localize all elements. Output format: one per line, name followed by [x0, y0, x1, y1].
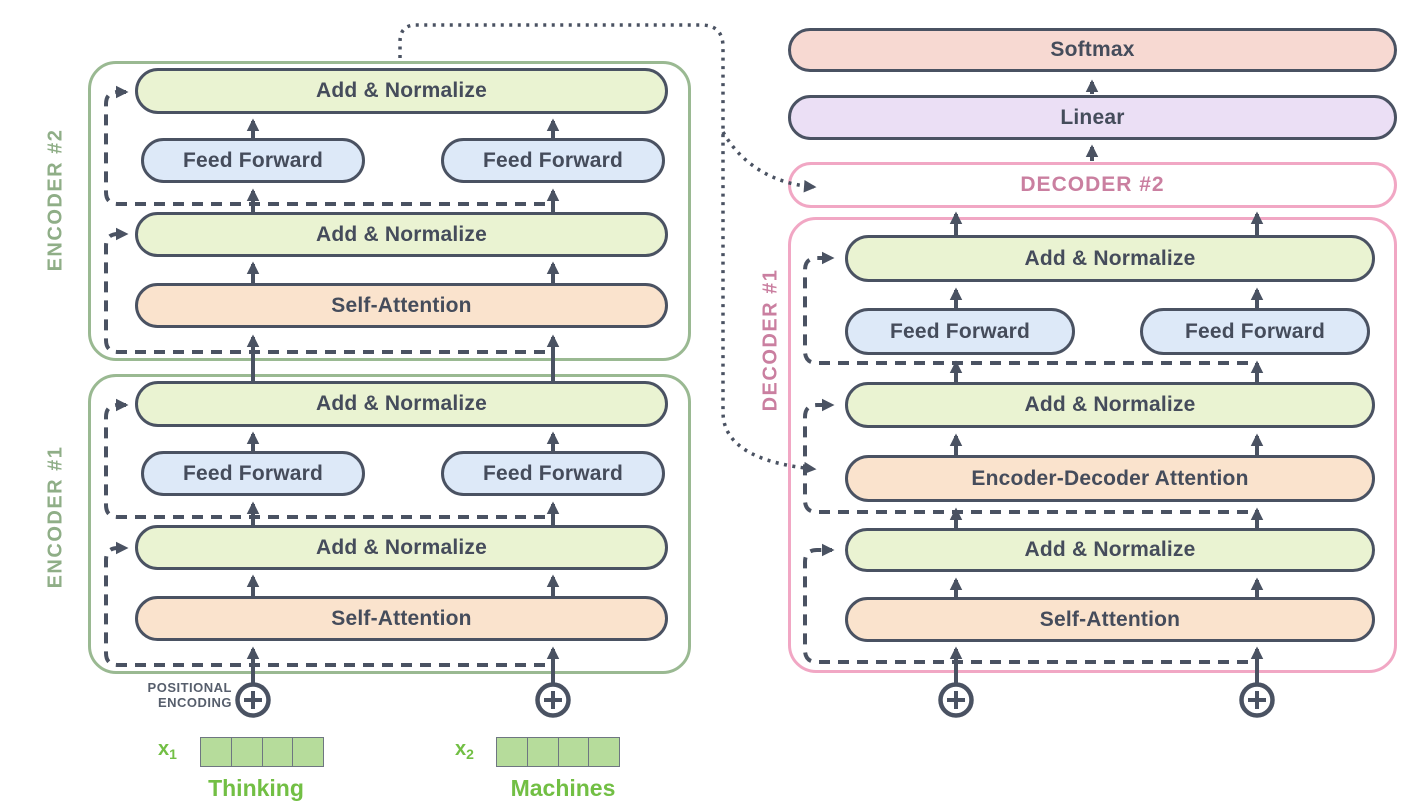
enc1-add-normalize-mid-block: Add & Normalize: [135, 525, 668, 570]
embedding-cell: [526, 738, 558, 766]
plus-circle-icon: [1239, 682, 1275, 718]
x1-embedding-vector: [200, 737, 324, 767]
embedding-cell: [201, 738, 231, 766]
dec1-feed-forward-left-block: Feed Forward: [845, 308, 1075, 355]
x2-subscript: 2: [466, 746, 474, 762]
enc2-add-normalize-top-block: Add & Normalize: [135, 68, 668, 114]
dec1-feed-forward-right-block: Feed Forward: [1140, 308, 1370, 355]
enc2-self-attention-block: Self-Attention: [135, 283, 668, 328]
dec1-encoder-decoder-attention-block: Encoder-Decoder Attention: [845, 455, 1375, 502]
dec1-add-normalize-mid-block: Add & Normalize: [845, 382, 1375, 428]
enc2-feed-forward-left-block: Feed Forward: [141, 138, 365, 183]
embedding-cell: [497, 738, 527, 766]
embedding-cell: [230, 738, 262, 766]
positional-encoding-label: POSITIONAL ENCODING: [96, 680, 232, 710]
x2-vector-label: x2: [455, 738, 474, 762]
embedding-cell: [261, 738, 293, 766]
enc1-self-attention-block: Self-Attention: [135, 596, 668, 641]
embedding-cell: [557, 738, 589, 766]
enc2-add-normalize-mid-block: Add & Normalize: [135, 212, 668, 257]
x1-base: x: [158, 738, 170, 760]
encoder-1-label: ENCODER #1: [44, 445, 67, 589]
enc1-feed-forward-right-block: Feed Forward: [441, 451, 665, 496]
enc2-feed-forward-right-block: Feed Forward: [441, 138, 665, 183]
enc1-add-normalize-top-block: Add & Normalize: [135, 381, 668, 427]
softmax-block: Softmax: [788, 28, 1397, 72]
dec1-add-normalize-bottom-block: Add & Normalize: [845, 528, 1375, 572]
x1-subscript: 1: [169, 746, 177, 762]
encoder-1-container: [88, 374, 691, 674]
decoder-1-label: DECODER #1: [759, 268, 782, 412]
plus-circle-icon: [938, 682, 974, 718]
encoder-2-label: ENCODER #2: [44, 128, 67, 272]
x1-vector-label: x1: [158, 738, 177, 762]
x2-base: x: [455, 738, 467, 760]
linear-block: Linear: [788, 95, 1397, 140]
embedding-cell: [588, 738, 619, 766]
positional-encoding-line1: POSITIONAL: [147, 680, 232, 695]
x2-embedding-vector: [496, 737, 620, 767]
positional-encoding-line2: ENCODING: [157, 695, 232, 710]
dec1-self-attention-block: Self-Attention: [845, 597, 1375, 642]
input-word-1: Thinking: [208, 775, 304, 801]
enc1-feed-forward-left-block: Feed Forward: [141, 451, 365, 496]
plus-circle-icon: [535, 682, 571, 718]
dec1-add-normalize-top-block: Add & Normalize: [845, 235, 1375, 282]
plus-circle-icon: [235, 682, 271, 718]
input-word-2: Machines: [510, 775, 616, 801]
embedding-cell: [292, 738, 323, 766]
decoder-2-container: DECODER #2: [788, 162, 1397, 208]
